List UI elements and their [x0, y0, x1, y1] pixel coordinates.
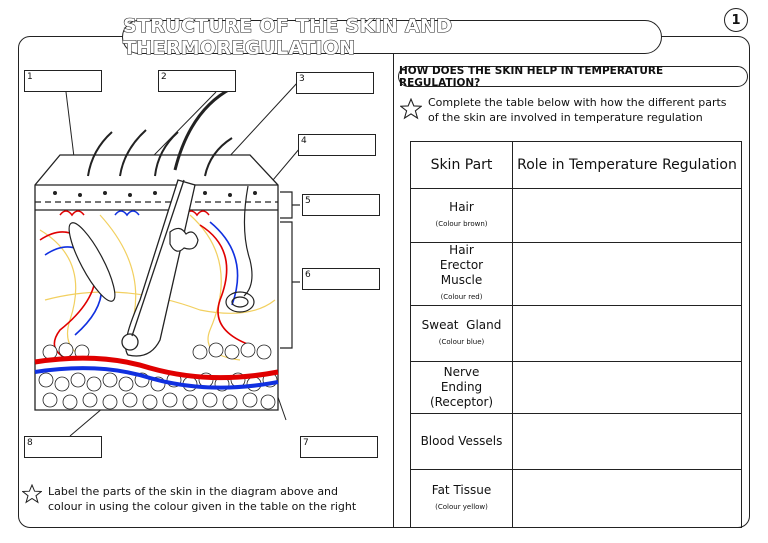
answer-cell[interactable]: [512, 413, 742, 470]
worksheet-title: STRUCTURE OF THE SKIN AND THERMOREGULATI…: [122, 14, 662, 60]
label-box-1[interactable]: 1: [24, 70, 102, 92]
temperature-regulation-table: Skin Part Role in Temperature Regulation…: [410, 141, 742, 528]
table-instruction: Complete the table below with how the di…: [428, 96, 727, 124]
label-box-4[interactable]: 4: [298, 134, 376, 156]
sebaceous-gland: [169, 227, 199, 252]
surface-hairs: [87, 86, 233, 177]
page-number-badge: 1: [724, 8, 748, 32]
skin-part-cell: Hair Erector Muscle(Colour red): [410, 242, 513, 306]
label-box-7[interactable]: 7: [300, 436, 378, 458]
label-box-8[interactable]: 8: [24, 436, 102, 458]
question-heading: HOW DOES THE SKIN HELP IN TEMPERATURE RE…: [398, 65, 748, 89]
table-header-row: Skin Part Role in Temperature Regulation: [410, 141, 742, 189]
table-row: Blood Vessels: [410, 413, 742, 470]
layer-brackets: [280, 191, 300, 349]
erector-muscle: [68, 222, 116, 302]
artery: [34, 355, 279, 381]
answer-cell[interactable]: [512, 242, 742, 306]
table-row: Hair(Colour brown): [410, 188, 742, 243]
label-box-6[interactable]: 6: [302, 268, 380, 290]
star-icon: [22, 484, 42, 504]
header-skin-part: Skin Part: [410, 141, 513, 189]
answer-cell[interactable]: [512, 469, 742, 528]
answer-cell[interactable]: [512, 188, 742, 243]
header-role: Role in Temperature Regulation: [512, 141, 742, 189]
skin-part-cell: Nerve Ending (Receptor): [410, 361, 513, 414]
diagram-instruction: Label the parts of the skin in the diagr…: [48, 485, 357, 513]
capillaries: [39, 210, 251, 361]
table-row: Fat Tissue(Colour yellow): [410, 469, 742, 528]
column-divider: [393, 37, 394, 527]
sweat-gland: [225, 185, 255, 313]
table-row: Hair Erector Muscle(Colour red): [410, 242, 742, 306]
skin-part-cell: Fat Tissue(Colour yellow): [410, 469, 513, 528]
skin-part-cell: Blood Vessels: [410, 413, 513, 470]
table-row: Sweat Gland(Colour blue): [410, 305, 742, 362]
label-box-2[interactable]: 2: [158, 70, 236, 92]
label-box-5[interactable]: 5: [302, 194, 380, 216]
label-box-3[interactable]: 3: [296, 72, 374, 94]
fat-cells: [38, 342, 278, 410]
answer-cell[interactable]: [512, 361, 742, 414]
hair-follicle: [121, 179, 196, 357]
skin-part-cell: Hair(Colour brown): [410, 188, 513, 243]
vein: [34, 366, 279, 390]
skin-diagram: [34, 81, 301, 437]
answer-cell[interactable]: [512, 305, 742, 362]
table-row: Nerve Ending (Receptor): [410, 361, 742, 414]
skin-part-cell: Sweat Gland(Colour blue): [410, 305, 513, 362]
star-icon: [400, 98, 422, 120]
